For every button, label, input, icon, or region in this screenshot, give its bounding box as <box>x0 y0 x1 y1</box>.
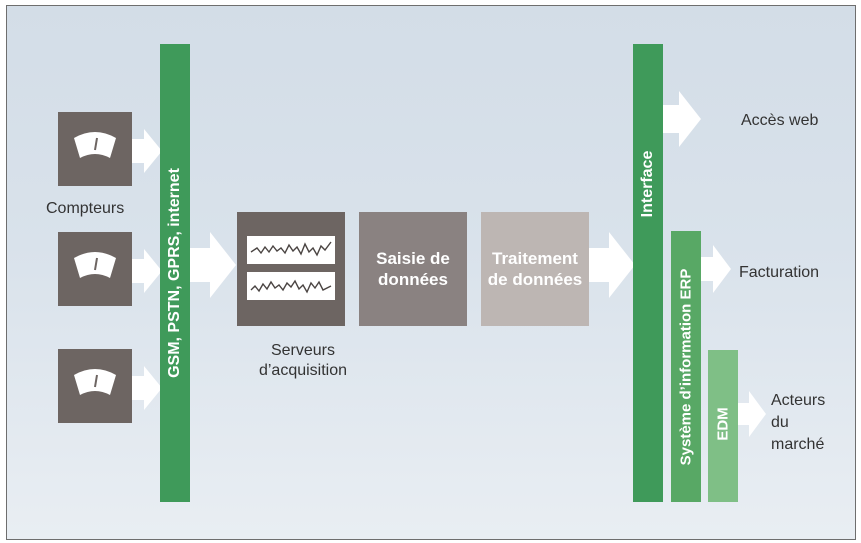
right-arrow-icon <box>132 366 162 410</box>
meter-box-3 <box>58 349 132 423</box>
meter-box-1 <box>58 112 132 186</box>
gauge-icon <box>74 132 116 158</box>
data-entry-box: Saisie de données <box>359 212 467 326</box>
web-access-label: Accès web <box>741 112 819 129</box>
right-arrow-icon <box>738 391 766 437</box>
edm-label: EDM <box>714 407 732 441</box>
right-arrow-icon <box>701 245 731 293</box>
network-bar: GSM, PSTN, GPRS, internet <box>160 44 190 502</box>
market-actors-label: Acteurs du marché <box>771 392 826 453</box>
waveform-icon <box>247 236 335 264</box>
interface-bar: Interface <box>633 44 663 502</box>
data-entry-label: Saisie de données <box>376 249 450 289</box>
meters-label: Compteurs <box>46 200 125 217</box>
erp-label: Système d’information ERP <box>677 268 695 465</box>
erp-bar: Système d’information ERP <box>671 231 701 502</box>
right-arrow-icon <box>663 91 701 147</box>
gauge-icon <box>74 369 116 395</box>
billing-label: Facturation <box>739 264 820 281</box>
gauge-icon <box>74 252 116 278</box>
data-processing-box: Traitement de données <box>481 212 589 326</box>
right-arrow-icon <box>589 232 635 298</box>
waveform-icon <box>247 272 335 300</box>
right-arrow-icon <box>132 249 162 293</box>
interface-label: Interface <box>639 150 656 218</box>
meter-box-2 <box>58 232 132 306</box>
right-arrow-icon <box>190 232 236 298</box>
servers-label: Serveurs d’acquisition <box>258 342 348 379</box>
edm-bar: EDM <box>708 350 738 502</box>
network-label: GSM, PSTN, GPRS, internet <box>166 168 183 378</box>
data-processing-label: Traitement de données <box>487 249 583 289</box>
right-arrow-icon <box>132 129 162 173</box>
diagram-frame: Compteurs GSM, PSTN, GPRS, internet Serv… <box>6 5 856 540</box>
acquisition-servers-box <box>237 212 345 326</box>
